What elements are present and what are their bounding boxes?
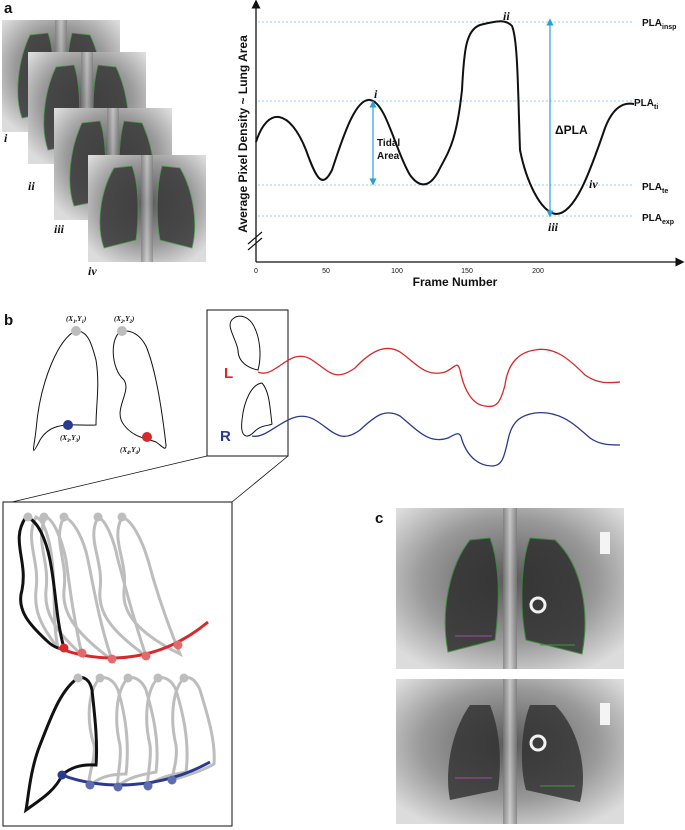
right-lung-frame-black xyxy=(23,676,99,814)
inset-left-lung xyxy=(229,315,261,371)
point-label-i: i xyxy=(374,87,378,101)
xray-label-ii: ii xyxy=(28,179,35,193)
xray-c-top xyxy=(396,508,624,669)
right-lung-outline xyxy=(112,330,167,449)
left-lung-frame-black xyxy=(17,515,66,651)
level-label-exp: PLAexp xyxy=(642,213,674,226)
xray-stack xyxy=(2,20,206,262)
xray-label-iii: iii xyxy=(54,222,65,236)
level-label-insp: PLAinsp xyxy=(642,18,676,31)
tidal-area-label-line1: Tidal xyxy=(377,138,400,149)
landmark-point-2 xyxy=(117,326,127,336)
left-lung-outline xyxy=(33,330,99,451)
inset-source-box xyxy=(206,309,289,457)
right-tracking-curve xyxy=(61,760,211,787)
tidal-area-label-line2: Area xyxy=(377,151,400,162)
xray-c-bottom xyxy=(396,679,624,824)
level-label-te: PLAte xyxy=(642,182,668,195)
landmark-point-4 xyxy=(142,432,152,442)
right-tracking-points xyxy=(57,770,177,792)
right-label: R xyxy=(220,428,231,445)
left-apex-points xyxy=(23,512,127,522)
x-tick-0: 0 xyxy=(254,268,258,275)
coord-label-2: (X2,Y2) xyxy=(114,315,134,325)
x-tick-50: 50 xyxy=(322,268,330,275)
tracking-detail-box xyxy=(2,501,233,827)
right-trace-blue xyxy=(251,411,621,467)
lung-area-curve xyxy=(255,20,635,216)
coord-label-3: (X3,Y3) xyxy=(60,434,80,444)
panel-letter-a: a xyxy=(4,0,13,17)
zoom-line-left xyxy=(11,455,208,503)
right-lung-frames-grey xyxy=(87,676,216,789)
delta-pla-label: ΔPLA xyxy=(555,123,588,137)
left-label: L xyxy=(224,365,233,382)
level-label-ti: PLAti xyxy=(634,98,658,111)
point-label-ii: ii xyxy=(503,9,510,23)
left-tracking-points xyxy=(59,640,183,664)
left-tracking-curve xyxy=(57,620,209,660)
panel-letter-c: c xyxy=(375,510,383,527)
xray-frame-iv xyxy=(88,155,206,262)
plot-axes xyxy=(247,0,685,267)
y-axis-label: Average Pixel Density ~ Lung Area xyxy=(236,35,250,233)
landmark-point-3 xyxy=(63,420,73,430)
coord-label-1: (X1,Y1) xyxy=(66,315,86,325)
point-label-iv: iv xyxy=(589,177,598,191)
coord-label-4: (X4,Y4) xyxy=(120,446,140,456)
point-label-iii: iii xyxy=(548,220,559,234)
level-lines xyxy=(258,21,632,217)
left-trace-red xyxy=(257,347,621,408)
inset-right-lung xyxy=(241,382,273,437)
x-tick-200: 200 xyxy=(532,268,544,275)
zoom-line-right xyxy=(231,455,289,503)
xray-label-i: i xyxy=(4,131,8,145)
x-tick-100: 100 xyxy=(391,268,403,275)
panel-letter-b: b xyxy=(4,312,13,329)
landmark-point-1 xyxy=(71,326,81,336)
right-apex-points xyxy=(73,673,189,683)
x-tick-150: 150 xyxy=(461,268,473,275)
xray-label-iv: iv xyxy=(88,264,97,278)
x-axis-label: Frame Number xyxy=(413,275,498,289)
